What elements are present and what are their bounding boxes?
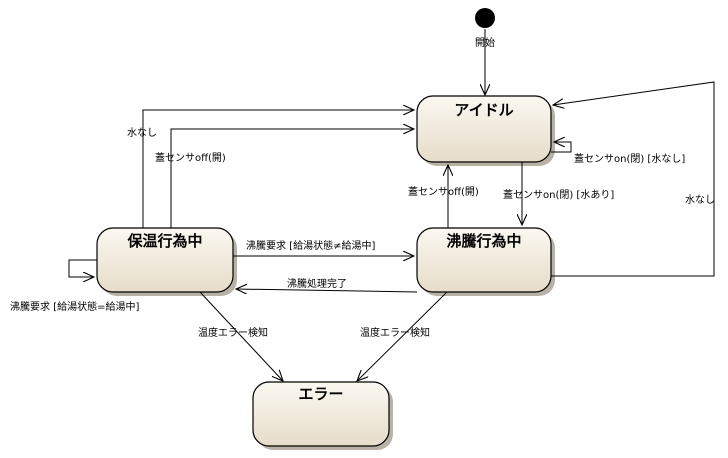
label-no-water-left: 水なし (127, 127, 157, 139)
label-lid-on-nowater: 蓋センサon(閉) [水なし] (574, 153, 685, 165)
state-idle-name: アイドル (454, 101, 513, 119)
label-lid-off-boil: 蓋センサoff(開) (408, 186, 479, 198)
label-temp-error-right: 温度エラー検知 (360, 326, 430, 339)
label-boil-request-ne: 沸騰要求 [給湯状態≠給湯中] (246, 239, 375, 252)
state-error[interactable]: エラー (252, 381, 393, 450)
label-lid-on-water: 蓋センサon(閉) [水あり] (503, 189, 614, 201)
state-boiling-name: 沸騰行為中 (446, 232, 521, 250)
state-keep-warm[interactable]: 保温行為中 (96, 227, 237, 296)
initial-node (475, 8, 495, 28)
edge-keepwarm-to-idle-nowater (142, 110, 414, 228)
label-no-water-right: 水なし (685, 194, 715, 206)
label-temp-error-left: 温度エラー検知 (198, 326, 268, 339)
edge-keepwarm-to-error (199, 291, 283, 381)
state-error-name: エラー (298, 385, 343, 403)
state-keep-warm-name: 保温行為中 (126, 232, 202, 250)
edge-keepwarm-self-loop (68, 259, 97, 277)
label-boil-request-eq: 沸騰要求 [給湯状態=給湯中] (10, 300, 139, 313)
label-boil-complete: 沸騰処理完了 (287, 277, 347, 290)
label-lid-off-left: 蓋センサoff(開) (155, 152, 226, 164)
edge-boiling-to-error (357, 291, 448, 381)
edge-keepwarm-to-idle-lidoff (170, 129, 414, 228)
edge-idle-self-loop (551, 142, 572, 153)
state-boiling[interactable]: 沸騰行為中 (416, 227, 555, 296)
edge-boiling-to-keepwarm (236, 289, 418, 292)
state-idle[interactable]: アイドル (416, 95, 555, 166)
edge-boiling-to-idle-nowater (551, 81, 715, 277)
